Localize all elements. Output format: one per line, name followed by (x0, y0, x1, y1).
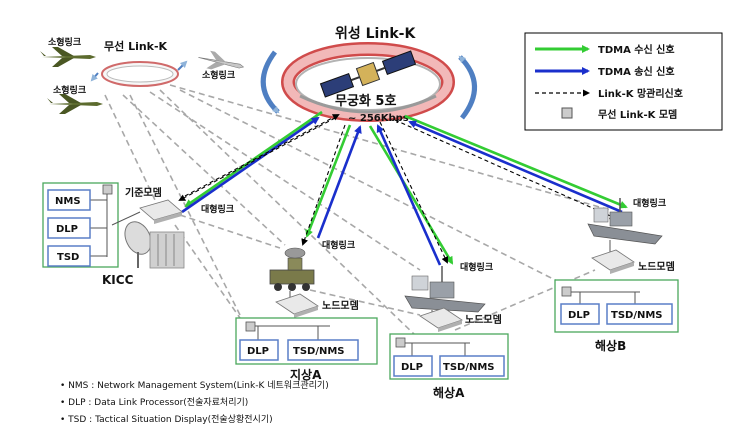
ground-a-modem-label: 노드모뎀 (322, 299, 359, 312)
wireless-title: 무선 Link-K (104, 39, 168, 53)
kicc-name: KICC (102, 273, 134, 287)
abbreviation-notes: • NMS : Network Management System(Link-K… (60, 380, 329, 425)
dlp-box-label: DLP (56, 224, 78, 235)
modem-icon (395, 337, 406, 348)
wireless-arrow-left-icon (90, 72, 99, 82)
satellite-dish-icon (124, 221, 152, 268)
kicc-node: NMS DLP TSD 기준모뎀 대형링크 KICC (42, 182, 234, 287)
legend-label: TDMA 수신 신호 (598, 43, 675, 56)
satellite-name: 무궁화 5호 (335, 93, 396, 109)
management-links (178, 114, 617, 264)
kicc-link-label: 대형링크 (201, 203, 234, 215)
aircraft-icon (198, 50, 245, 70)
legend: TDMA 수신 신호 TDMA 송신 신호 Link-K 망관리신호 무선 Li… (524, 32, 723, 131)
fighter-jet-icon (47, 94, 103, 114)
tsd-nms-box-label: TSD/NMS (611, 310, 663, 321)
wireless-arrow-right-icon (177, 60, 188, 71)
satellite-title: 위성 Link-K (335, 26, 416, 42)
equipment-rack-icon (149, 231, 185, 269)
ground-a-node: 노드모뎀 대형링크 DLP TSD/NMS 지상A (235, 239, 378, 382)
tdma-links (181, 110, 628, 266)
fighter-jet-icon (40, 47, 96, 67)
warship-icon (587, 198, 663, 245)
tsd-nms-box-label: TSD/NMS (293, 346, 345, 357)
tsd-box-label: TSD (57, 252, 79, 263)
dlp-box-label: DLP (568, 310, 590, 321)
small-link-label: 소형링크 (202, 69, 235, 81)
sea-b-link-label: 대형링크 (633, 197, 666, 209)
sea-a-name: 해상A (433, 385, 465, 400)
satellite-icon (319, 50, 417, 98)
modem-device-icon (139, 199, 183, 224)
dlp-box-label: DLP (247, 346, 269, 357)
satellite-rate: ~ 256Kbps (348, 113, 409, 124)
nms-box-label: NMS (55, 196, 81, 207)
note-line: • NMS : Network Management System(Link-K… (60, 380, 329, 391)
sea-a-link-label: 대형링크 (460, 261, 493, 273)
modem-device-icon (591, 249, 635, 274)
modem-icon (102, 184, 113, 195)
sea-a-modem-label: 노드모뎀 (465, 313, 502, 326)
legend-label: 무선 Link-K 모뎀 (598, 108, 677, 121)
sea-b-node: 노드모뎀 대형링크 DLP TSD/NMS 해상B (554, 197, 679, 353)
note-line: • TSD : Tactical Situation Display(전술상황전… (60, 414, 273, 425)
sea-b-modem-label: 노드모뎀 (638, 260, 675, 273)
modem-icon (245, 321, 256, 332)
orbit-arrow-right-icon (458, 55, 477, 120)
wireless-ring (101, 61, 179, 87)
ground-a-link-label: 대형링크 (322, 239, 355, 251)
modem-device-icon (419, 307, 463, 332)
note-line: • DLP : Data Link Processor(전술자료처리기) (60, 396, 248, 408)
sea-b-name: 해상B (595, 338, 626, 353)
sea-a-node: 노드모뎀 대형링크 DLP TSD/NMS 해상A (389, 261, 509, 400)
ground-a-name: 지상A (290, 367, 322, 382)
orbit-arrow-left-icon (260, 50, 280, 114)
tsd-nms-box-label: TSD/NMS (443, 362, 495, 373)
legend-label: TDMA 송신 신호 (598, 65, 675, 78)
small-link-label: 소형링크 (48, 36, 81, 48)
warship-icon (404, 266, 486, 313)
modem-icon (561, 286, 572, 297)
dlp-box-label: DLP (401, 362, 423, 373)
legend-modem-icon (561, 107, 573, 119)
modem-device-icon (275, 293, 319, 318)
kicc-modem-label: 기준모뎀 (125, 186, 162, 199)
legend-label: Link-K 망관리신호 (598, 87, 683, 100)
mobile-radar-vehicle-icon (269, 247, 315, 291)
small-link-label: 소형링크 (53, 84, 86, 96)
